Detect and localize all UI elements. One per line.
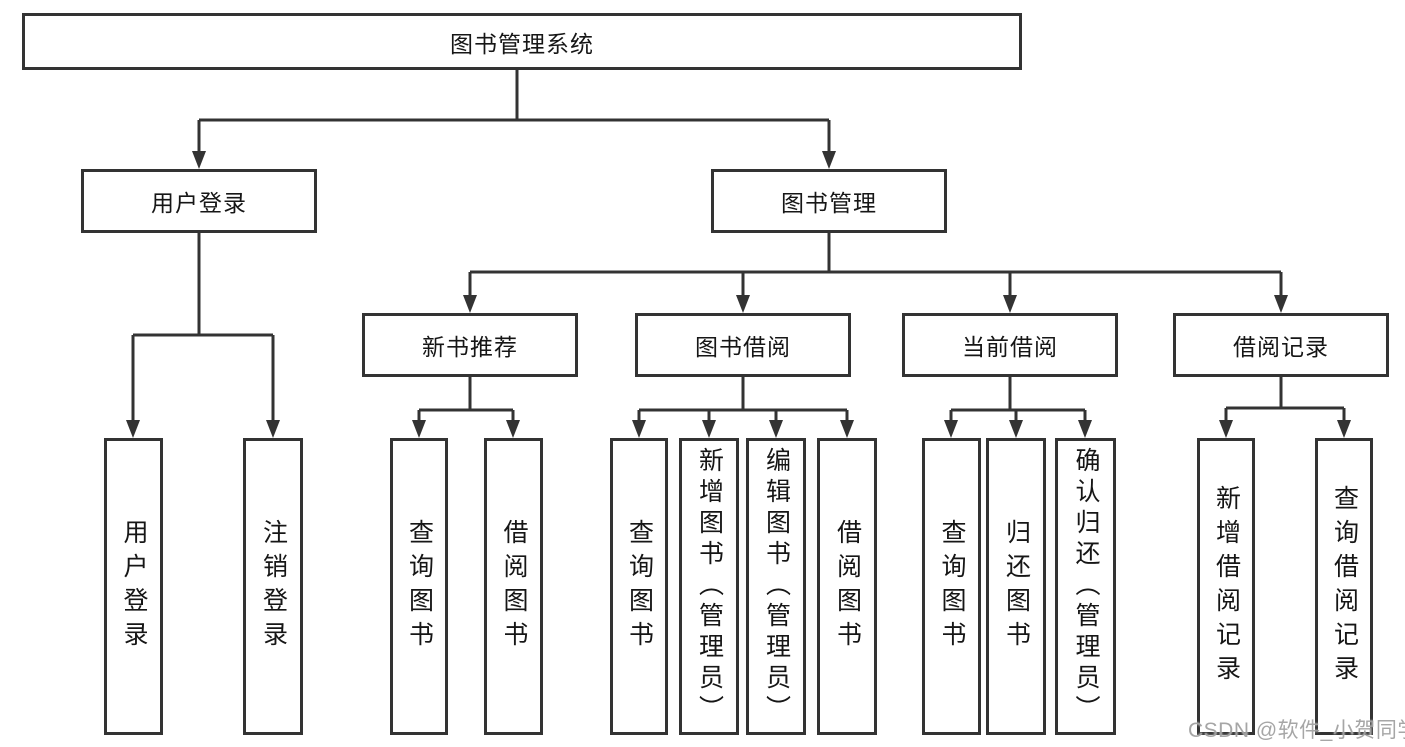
node-user-login: 用户登录 — [81, 169, 317, 233]
leaf-confirm-return-label: 确认归还（管理员） — [1072, 447, 1100, 726]
leaf-edit-book-admin-label: 编辑图书（管理员） — [762, 447, 791, 726]
node-borrow-records-label: 借阅记录 — [1233, 334, 1329, 360]
arrowhead — [822, 151, 836, 169]
leaf-edit-book-admin: 编辑图书（管理员） — [746, 438, 806, 735]
leaf-add-book-admin: 新增图书（管理员） — [679, 438, 739, 735]
connector-currentborrow-to-leaves — [949, 377, 1087, 422]
leaf-query-book-1: 查询图书 — [390, 438, 448, 735]
arrowhead — [192, 151, 206, 169]
arrowhead — [506, 420, 520, 438]
node-current-borrow-label: 当前借阅 — [962, 334, 1058, 360]
arrowhead — [412, 420, 426, 438]
arrowhead — [1274, 295, 1288, 313]
arrowhead — [1219, 420, 1233, 438]
arrowhead — [1078, 420, 1092, 438]
leaf-query-book-1-label: 查询图书 — [405, 518, 434, 655]
leaf-add-borrow-record: 新增借阅记录 — [1197, 438, 1255, 735]
leaf-add-book-admin-label: 新增图书（管理员） — [695, 447, 724, 726]
node-book-borrow: 图书借阅 — [635, 313, 851, 377]
node-book-management: 图书管理 — [711, 169, 947, 233]
leaf-query-book-3: 查询图书 — [922, 438, 981, 735]
node-book-borrow-label: 图书借阅 — [695, 334, 791, 360]
arrowhead — [944, 420, 958, 438]
leaf-borrow-book-2-label: 借阅图书 — [833, 518, 862, 655]
node-current-borrow: 当前借阅 — [902, 313, 1118, 377]
leaf-query-borrow-record: 查询借阅记录 — [1315, 438, 1373, 735]
arrowhead — [702, 420, 716, 438]
leaf-user-login-label: 用户登录 — [120, 518, 148, 655]
node-root-label: 图书管理系统 — [450, 30, 594, 57]
leaf-query-book-2: 查询图书 — [610, 438, 668, 735]
arrowhead — [1009, 420, 1023, 438]
csdn-watermark: CSDN @软件_小贺同学 — [1188, 719, 1405, 742]
arrowhead — [463, 295, 477, 313]
connector-root-to-level2 — [197, 70, 831, 153]
node-borrow-records: 借阅记录 — [1173, 313, 1389, 377]
node-book-management-label: 图书管理 — [781, 190, 877, 216]
leaf-user-login: 用户登录 — [104, 438, 163, 735]
leaf-return-book: 归还图书 — [986, 438, 1046, 735]
leaf-logout: 注销登录 — [243, 438, 303, 735]
leaf-return-book-label: 归还图书 — [1002, 518, 1031, 655]
connector-userlogin-to-leaves — [131, 233, 275, 422]
arrowhead — [769, 420, 783, 438]
leaf-query-book-2-label: 查询图书 — [625, 518, 654, 655]
arrowhead — [736, 295, 750, 313]
leaf-query-borrow-record-label: 查询借阅记录 — [1330, 484, 1359, 689]
arrowhead — [632, 420, 646, 438]
arrowheads — [126, 151, 1351, 438]
arrowhead — [126, 420, 140, 438]
leaf-borrow-book-2: 借阅图书 — [817, 438, 877, 735]
leaf-add-borrow-record-label: 新增借阅记录 — [1212, 484, 1241, 689]
node-user-login-label: 用户登录 — [151, 190, 247, 216]
connector-records-to-leaves — [1224, 377, 1346, 422]
arrowhead — [840, 420, 854, 438]
arrowhead — [266, 420, 280, 438]
leaf-confirm-return: 确认归还（管理员） — [1055, 438, 1116, 735]
connector-bookborrow-to-leaves — [637, 377, 849, 422]
leaf-borrow-book-1-label: 借阅图书 — [500, 518, 528, 655]
leaf-borrow-book-1: 借阅图书 — [484, 438, 543, 735]
connector-newbook-to-leaves — [417, 377, 515, 422]
arrowhead — [1337, 420, 1351, 438]
arrowhead — [1003, 295, 1017, 313]
leaf-query-book-3-label: 查询图书 — [938, 518, 966, 655]
connector-bookmgmt-to-level3 — [468, 233, 1283, 297]
leaf-logout-label: 注销登录 — [259, 518, 288, 655]
node-root: 图书管理系统 — [22, 13, 1022, 70]
node-new-book-recommend-label: 新书推荐 — [422, 334, 518, 360]
node-new-book-recommend: 新书推荐 — [362, 313, 578, 377]
